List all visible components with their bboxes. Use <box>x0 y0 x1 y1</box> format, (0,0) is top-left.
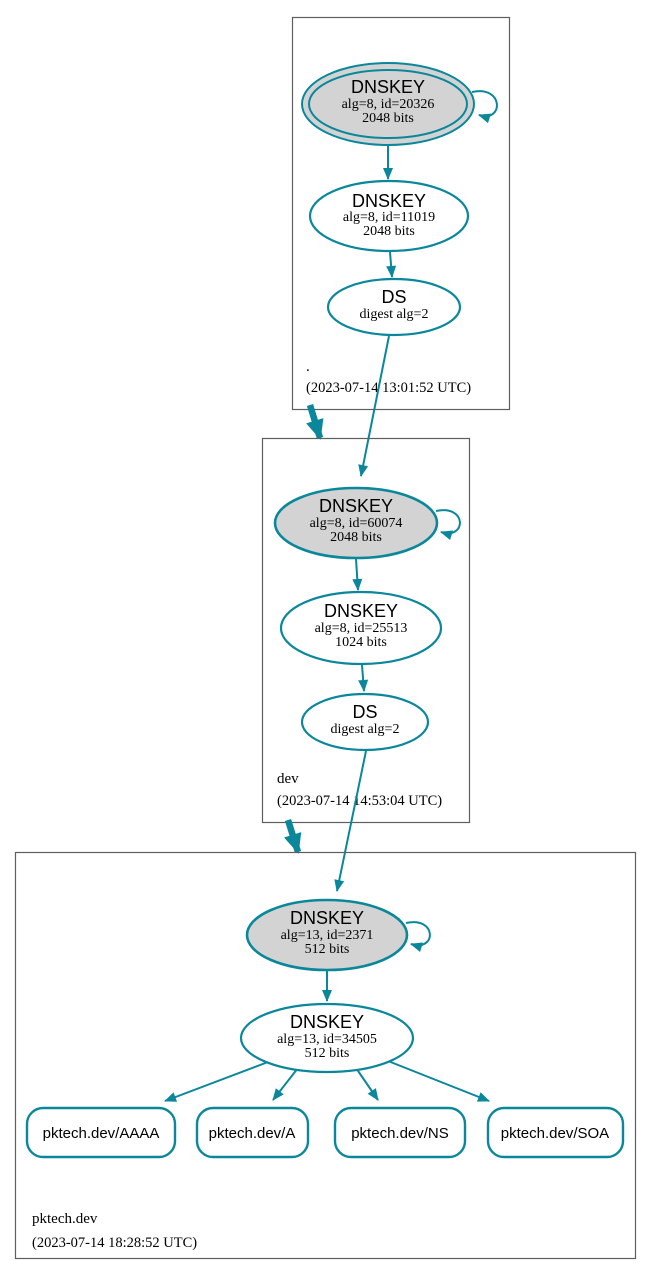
zone-root-ksk-node: DNSKEY alg=8, id=20326 2048 bits <box>301 62 475 146</box>
edge-dev-ksk-to-zsk <box>352 558 363 591</box>
zone-dev: dev (2023-07-14 14:53:04 UTC) DNSKEY alg… <box>261 437 471 824</box>
rrset-aaaa-box <box>25 1106 177 1159</box>
rrset-ns-node: pktech.dev/NS <box>333 1106 467 1159</box>
zone-root-name: . <box>306 359 310 375</box>
edge-pktech-zsk-to-aaaa <box>164 1061 269 1102</box>
rrset-soa-node: pktech.dev/SOA <box>486 1106 625 1159</box>
zone-root-ds-title: DS <box>381 287 406 307</box>
zone-dev-zsk-title: DNSKEY <box>324 601 398 621</box>
rrset-soa-label: pktech.dev/SOA <box>501 1125 609 1142</box>
rrset-aaaa-node: pktech.dev/AAAA <box>25 1106 177 1159</box>
zone-pktech: pktech.dev (2023-07-14 18:28:52 UTC) DNS… <box>14 851 637 1260</box>
zone-dev-ksk-title: DNSKEY <box>319 496 393 516</box>
zone-dev-timestamp: (2023-07-14 14:53:04 UTC) <box>277 793 442 809</box>
rrset-soa-box <box>486 1106 625 1159</box>
edge-dev-ds-to-pktech-ksk <box>334 750 367 892</box>
zone-dev-ds-node: DS digest alg=2 <box>300 692 430 752</box>
rrset-ns-label: pktech.dev/NS <box>351 1125 449 1142</box>
edge-pktech-zsk-to-soa <box>387 1060 490 1102</box>
zone-dev-zsk-detail: alg=8, id=25513 <box>315 621 408 636</box>
zone-root-ksk-bits: 2048 bits <box>362 111 414 126</box>
zone-root-zsk-bits: 2048 bits <box>363 224 415 239</box>
edge-pktech-zsk-to-a <box>272 1067 299 1101</box>
zone-pktech-zsk-ellipse <box>239 1002 415 1074</box>
rrset-a-box <box>195 1106 310 1159</box>
zone-dev-ksk-detail: alg=8, id=60074 <box>310 516 403 531</box>
zone-dev-ds-title: DS <box>352 702 377 722</box>
zone-root-zsk-title: DNSKEY <box>352 191 426 211</box>
zone-root-ds-detail: digest alg=2 <box>360 307 429 322</box>
zone-dev-zsk-node: DNSKEY alg=8, id=25513 1024 bits <box>279 590 443 666</box>
zone-root-zsk-ellipse <box>308 179 470 253</box>
zone-pktech-zsk-title: DNSKEY <box>290 1012 364 1032</box>
zone-root-ds-node: DS digest alg=2 <box>326 277 462 337</box>
zone-dev-ksk-bits: 2048 bits <box>330 530 382 545</box>
zone-pktech-timestamp: (2023-07-14 18:28:52 UTC) <box>32 1235 197 1251</box>
zone-dev-ds-detail: digest alg=2 <box>331 722 400 737</box>
zone-root-ksk-ellipse-inner <box>308 69 468 139</box>
edge-dev-ksk-selfloop <box>435 509 461 541</box>
zone-pktech-name: pktech.dev <box>32 1211 98 1227</box>
zone-pktech-border <box>14 851 637 1260</box>
zone-pktech-zsk-detail: alg=13, id=34505 <box>277 1032 377 1047</box>
zone-root-zsk-node: DNSKEY alg=8, id=11019 2048 bits <box>308 179 470 253</box>
zone-dev-name: dev <box>277 771 299 787</box>
zone-root-ksk-title: DNSKEY <box>351 77 425 97</box>
zone-root-border <box>291 16 511 411</box>
edge-root-zsk-to-ds <box>386 251 397 278</box>
zone-pktech-zsk-node: DNSKEY alg=13, id=34505 512 bits <box>239 1002 415 1074</box>
rrset-ns-box <box>333 1106 467 1159</box>
zone-dev-ds-ellipse <box>300 692 430 752</box>
zone-dev-zsk-bits: 1024 bits <box>335 635 387 650</box>
zone-dev-border <box>261 437 471 824</box>
edge-delegation-root-to-dev <box>306 404 324 440</box>
edge-dev-zsk-to-ds <box>358 664 369 692</box>
rrset-a-node: pktech.dev/A <box>195 1106 310 1159</box>
zone-pktech-ksk-bits: 512 bits <box>305 942 350 957</box>
zone-dev-zsk-ellipse <box>279 590 443 666</box>
edge-pktech-zsk-to-ns <box>355 1067 379 1101</box>
edge-root-ksk-selfloop <box>471 90 498 124</box>
zone-dev-ksk-node: DNSKEY alg=8, id=60074 2048 bits <box>273 486 439 560</box>
rrset-aaaa-label: pktech.dev/AAAA <box>43 1125 160 1142</box>
edge-root-ds-to-dev-ksk <box>358 335 390 477</box>
zone-root-ksk-ellipse-outer <box>301 62 475 146</box>
zone-dev-ksk-ellipse <box>273 486 439 560</box>
zone-pktech-zsk-bits: 512 bits <box>305 1046 350 1061</box>
edge-pktech-ksk-selfloop <box>405 921 431 953</box>
zone-root-zsk-detail: alg=8, id=11019 <box>343 210 435 225</box>
zone-root-timestamp: (2023-07-14 13:01:52 UTC) <box>306 380 471 396</box>
zone-pktech-ksk-title: DNSKEY <box>290 908 364 928</box>
zone-root: . (2023-07-14 13:01:52 UTC) DNSKEY alg=8… <box>291 16 511 411</box>
edge-delegation-dev-to-pktech <box>284 819 302 854</box>
zone-pktech-ksk-detail: alg=13, id=2371 <box>281 928 374 943</box>
zone-root-ksk-detail: alg=8, id=20326 <box>342 97 435 112</box>
rrset-a-label: pktech.dev/A <box>209 1125 296 1142</box>
zone-pktech-ksk-ellipse <box>245 898 409 972</box>
zone-root-ds-ellipse <box>326 277 462 337</box>
zone-pktech-ksk-node: DNSKEY alg=13, id=2371 512 bits <box>245 898 409 972</box>
